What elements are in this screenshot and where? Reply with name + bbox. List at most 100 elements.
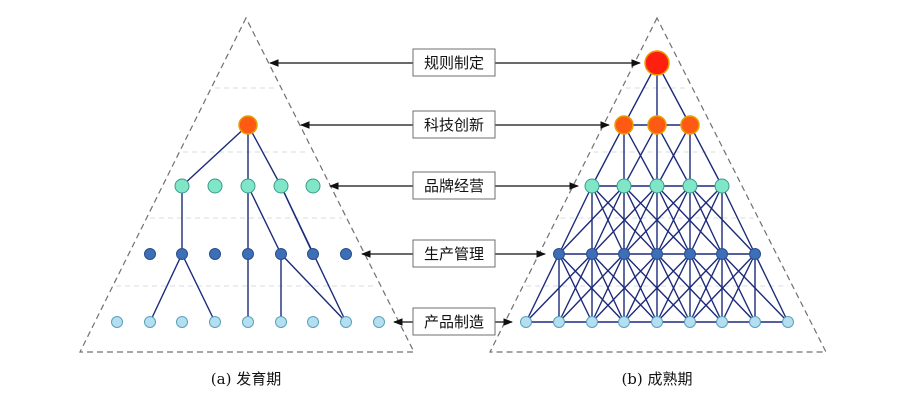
manufacture-node [618,316,630,328]
link-edge [558,253,593,323]
production-node [586,248,598,260]
label-box-rule-setting: 规则制定 [412,48,496,77]
link-edge [623,185,658,255]
manufacture-node [144,316,156,328]
link-edge [181,253,216,323]
link-edge [591,253,658,323]
label-rule-setting: 规则制定 [424,54,484,72]
manufacture-node [209,316,221,328]
link-edge [656,124,691,187]
link-edge [721,185,756,255]
link-edge [689,185,723,255]
link-edge [591,185,625,255]
link-edge [689,253,756,323]
manufacture-node [749,316,761,328]
label-production-management: 生产管理 [424,245,484,263]
link-edge [656,253,691,323]
production-node [340,248,352,260]
manufacture-node [111,316,123,328]
manufacture-node [651,316,663,328]
link-edge [689,124,723,187]
link-edge [754,253,789,323]
link-edge [623,124,658,187]
production-node [749,248,761,260]
link-edge [656,185,691,255]
caption-development-stage: (a) 发育期 [211,370,281,388]
production-node [144,248,156,260]
label-box-product-manufacturing: 产品制造 [412,307,496,336]
manufacture-node [684,316,696,328]
production-node [684,248,696,260]
link-edge [656,253,723,323]
pyramid-development-stage [79,16,415,353]
right-triangle-outline [489,16,827,353]
link-edge [591,124,625,187]
link-edge [149,253,183,323]
manufacture-node [782,316,794,328]
link-edge [721,253,756,323]
link-edge [558,253,625,323]
pyramid-mature-stage [489,16,827,353]
rule-node [644,50,670,76]
label-box-production-management: 生产管理 [412,239,496,268]
manufacture-node [520,316,532,328]
link-edge [181,124,249,187]
brand-node [714,178,730,194]
link-edge [591,253,625,323]
label-product-manufacturing: 产品制造 [424,313,484,331]
manufacture-node [553,316,565,328]
manufacture-node [242,316,254,328]
level-product-manufacturing: 产品制造 [393,307,513,336]
production-node [651,248,663,260]
label-brand-management: 品牌经营 [424,177,484,195]
link-edge [591,185,658,255]
brand-node [273,178,289,194]
brand-node [305,178,321,194]
link-edge [623,185,691,255]
production-node [307,248,319,260]
link-edge [525,253,593,323]
link-edge [247,124,282,187]
link-edge [280,253,347,323]
production-node [176,248,188,260]
link-edge [247,185,282,255]
level-rule-setting: 规则制定 [269,48,641,77]
production-node [209,248,221,260]
link-edge [558,185,593,255]
link-edge [525,253,560,323]
manufacture-node [373,316,385,328]
production-node [716,248,728,260]
brand-node [649,178,665,194]
brand-node [207,178,223,194]
label-box-tech-innovation: 科技创新 [412,110,496,139]
level-tech-innovation: 科技创新 [300,110,610,139]
brand-node [682,178,698,194]
manufacture-node [307,316,319,328]
label-tech-innovation: 科技创新 [424,116,484,134]
brand-node [616,178,632,194]
manufacture-node [340,316,352,328]
manufacture-node [716,316,728,328]
tech-node [238,115,258,135]
production-node [553,248,565,260]
level-brand-management: 品牌经营 [329,171,579,200]
link-edge [656,185,723,255]
tech-node [614,115,634,135]
link-edge [623,253,658,323]
tech-node [680,115,700,135]
manufacture-node [176,316,188,328]
link-edge [623,253,691,323]
link-edge [689,253,723,323]
brand-node [240,178,256,194]
production-node [618,248,630,260]
production-node [242,248,254,260]
brand-node [174,178,190,194]
production-node [275,248,287,260]
manufacture-node [275,316,287,328]
link-edge [558,185,625,255]
tech-node [647,115,667,135]
caption-mature-stage: (b) 成熟期 [621,370,692,388]
label-box-brand-management: 品牌经营 [412,171,496,200]
manufacture-node [586,316,598,328]
